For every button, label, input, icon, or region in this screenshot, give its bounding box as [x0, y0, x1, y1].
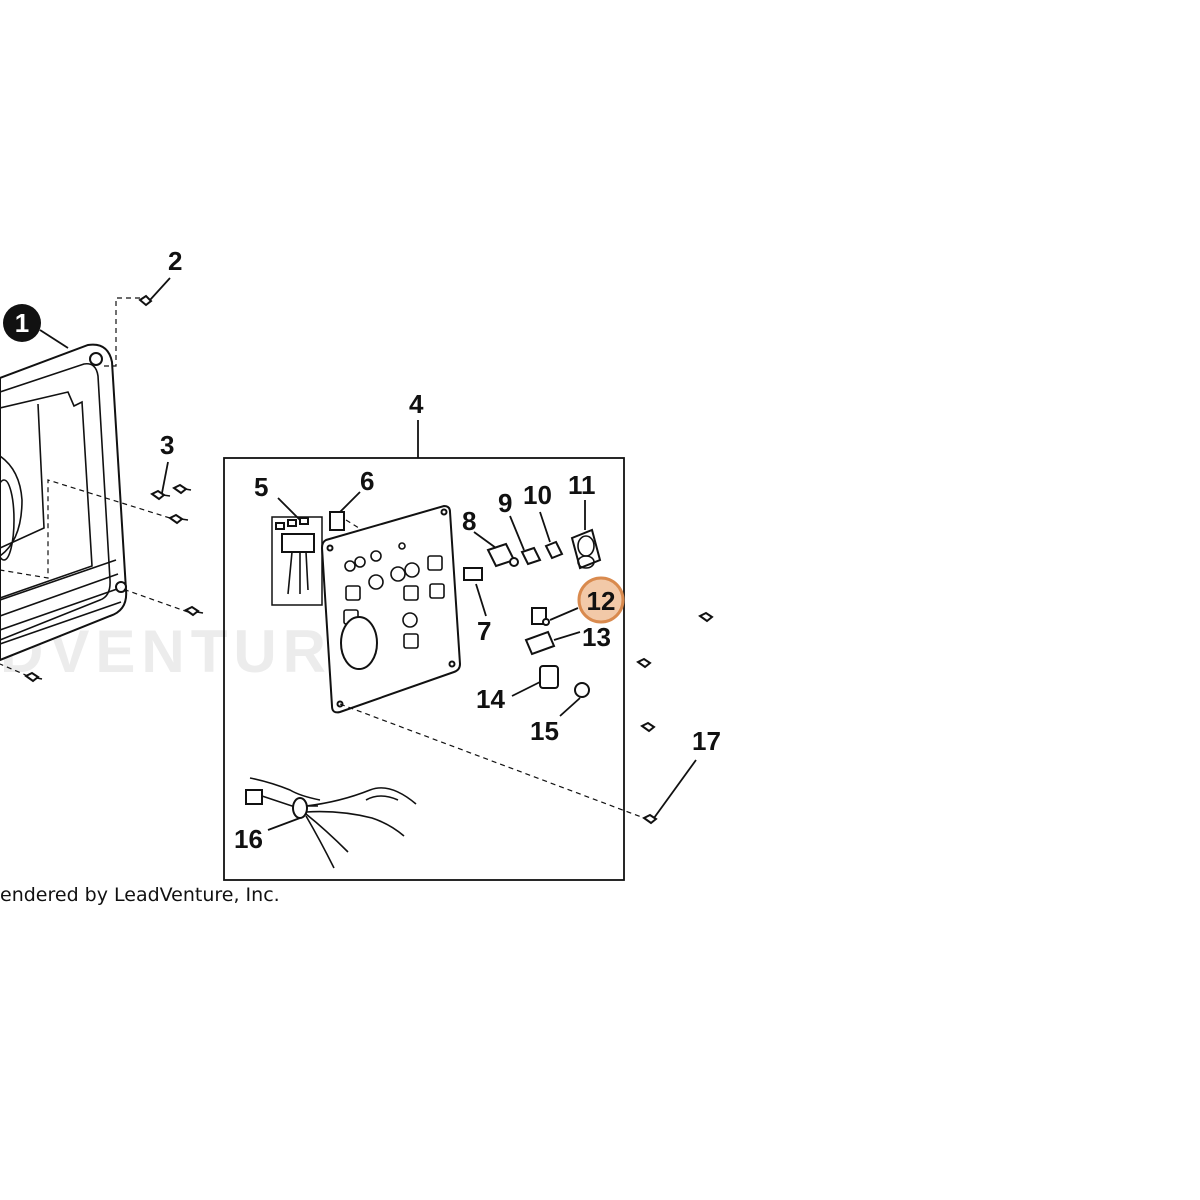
callout-3[interactable]: 3 — [160, 430, 174, 460]
callout-13[interactable]: 13 — [582, 622, 611, 652]
part-8-breaker — [473, 531, 519, 568]
callout-9[interactable]: 9 — [498, 488, 512, 518]
control-panel-kit-box — [223, 457, 625, 881]
callout-10[interactable]: 10 — [523, 480, 552, 510]
callout-15[interactable]: 15 — [530, 716, 559, 746]
callout-17[interactable]: 17 — [692, 726, 721, 756]
part-12-breaker — [531, 607, 579, 626]
part-14-cover — [511, 665, 559, 697]
callout-2[interactable]: 2 — [168, 246, 182, 276]
part-15-nut — [559, 682, 590, 717]
callout-4[interactable]: 4 — [409, 389, 424, 419]
callout-6[interactable]: 6 — [360, 466, 374, 496]
part-10-fuse — [539, 511, 564, 560]
part-7-rocker — [463, 567, 487, 617]
callout-16[interactable]: 16 — [234, 824, 263, 854]
callout-8[interactable]: 8 — [462, 506, 476, 536]
leader-2-dash — [100, 297, 140, 367]
part-16-harness — [245, 777, 417, 869]
part-11-outlet — [570, 500, 602, 570]
callout-7[interactable]: 7 — [477, 616, 491, 646]
part-13-switch — [524, 630, 581, 656]
callout-12[interactable]: 12 — [577, 576, 625, 624]
svg-text:12: 12 — [587, 586, 616, 616]
credit-text: endered by LeadVenture, Inc. — [0, 884, 280, 906]
screws-3 — [24, 461, 204, 683]
callout-11[interactable]: 11 — [568, 470, 596, 500]
faceplate — [320, 504, 462, 714]
screws-17 — [636, 611, 714, 825]
callout-1[interactable]: 1 — [3, 304, 69, 349]
part-5-plate-assembly — [271, 497, 323, 606]
callout-5[interactable]: 5 — [254, 472, 268, 502]
part-9-fuse — [509, 515, 542, 566]
part-6-switch — [329, 491, 361, 531]
housing-frame — [0, 343, 128, 662]
svg-text:1: 1 — [15, 308, 29, 338]
screw-2 — [138, 277, 171, 307]
callout-14[interactable]: 14 — [476, 684, 505, 714]
